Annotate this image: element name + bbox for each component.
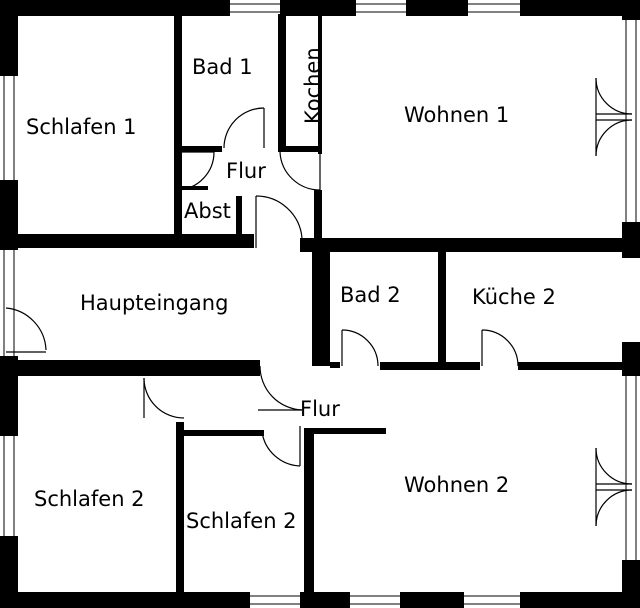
interior-walls [14, 14, 640, 598]
doors [5, 77, 633, 527]
room-label-kueche-2: Küche 2 [472, 285, 556, 309]
room-label-flur-bottom: Flur [300, 397, 340, 421]
room-label-flur-top: Flur [226, 159, 266, 183]
room-label-bad-1: Bad 1 [192, 55, 253, 79]
room-label-schlafen-2-mid: Schlafen 2 [186, 509, 297, 533]
room-label-schlafen-1: Schlafen 1 [26, 115, 137, 139]
room-label-wohnen-2: Wohnen 2 [404, 473, 509, 497]
room-label-bad-2: Bad 2 [340, 283, 401, 307]
room-labels: Schlafen 1 Bad 1 Kochen Wohnen 1 Flur Ab… [26, 47, 556, 533]
room-label-haupteingang: Haupteingang [80, 291, 228, 315]
room-label-wohnen-1: Wohnen 1 [404, 103, 509, 127]
room-label-abst: Abst [184, 199, 231, 223]
windows [3, 3, 637, 605]
room-label-kochen: Kochen [301, 47, 325, 124]
room-label-schlafen-2-left: Schlafen 2 [34, 487, 145, 511]
